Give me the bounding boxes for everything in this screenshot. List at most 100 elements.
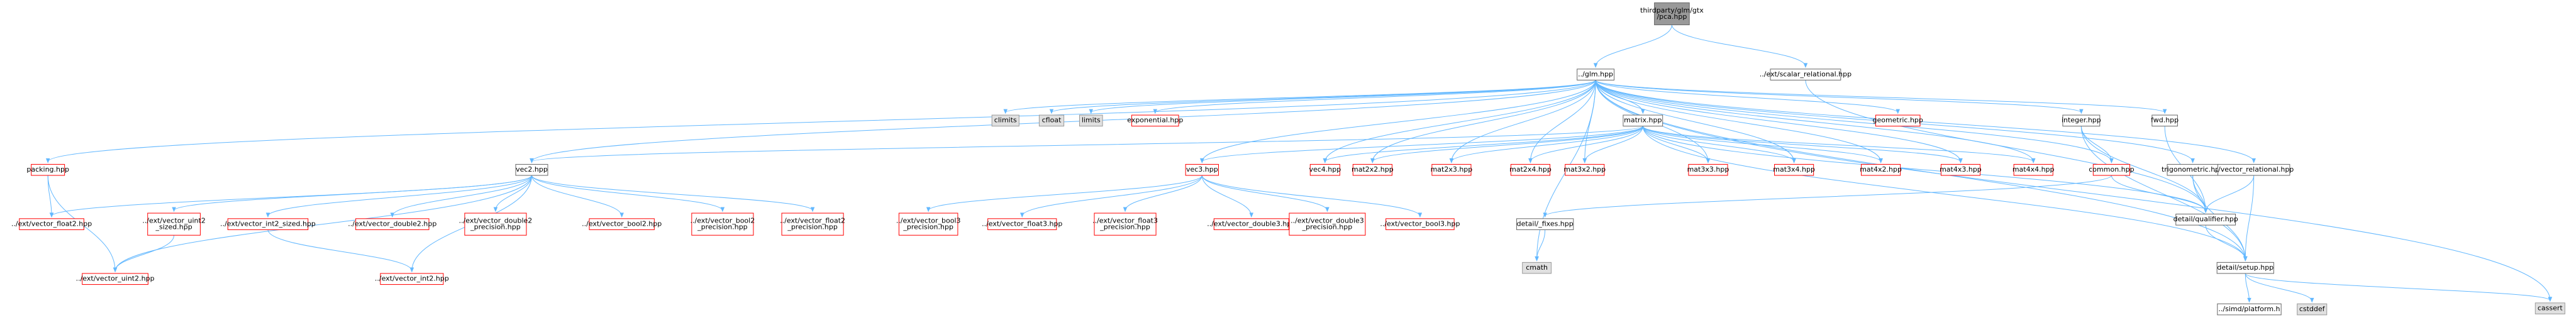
node-box-vec3 [1185, 163, 1219, 176]
node-mat2x2[interactable]: mat2x2.hpp [1352, 163, 1394, 176]
edge-_fixes-to-cmath [1536, 229, 1546, 260]
edge-vec3-to-vector_float3 [1021, 175, 1202, 217]
node-mat4x4[interactable]: mat4x4.hpp [2012, 163, 2055, 176]
node-box-vector-uint2-sized [147, 212, 201, 236]
node-label-vector-uint2-sized-1: _sized.hpp [155, 223, 192, 231]
node-packing[interactable]: packing.hpp [26, 163, 69, 176]
node-vec4[interactable]: vec4.hpp [1309, 163, 1341, 176]
node-box-limits [1079, 114, 1103, 127]
node-vector-uint2-sized[interactable]: ../ext/vector_uint2_sized.hpp [142, 212, 206, 236]
node-vector-float2[interactable]: ../ext/vector_float2.hpp [11, 218, 92, 230]
edge-arrow-common-to-_fixes [1543, 212, 1547, 218]
node-limits: limits [1079, 114, 1103, 127]
node-box-mat4x4 [2013, 163, 2053, 176]
node-label-cfloat-0: cfloat [1042, 116, 1062, 124]
node-mat3x4[interactable]: mat3x4.hpp [1773, 163, 1815, 176]
node-vector-float3-precision[interactable]: ../ext/vector_float3_precision.hpp [1092, 212, 1158, 236]
node-label-cstddef-0: cstddef [2299, 305, 2326, 313]
node-mat2x4[interactable]: mat2x4.hpp [1509, 163, 1552, 176]
node-vector-double3[interactable]: ../ext/vector_double3.hpp [1207, 218, 1296, 230]
edge-vec2-to-vector_bool2_precision [531, 175, 723, 211]
node-vector-bool2-precision[interactable]: ../ext/vector_bool2_precision.hpp [691, 212, 755, 236]
node-geometric[interactable]: geometric.hpp [1873, 114, 1923, 127]
node-box-vector-relational [2217, 163, 2290, 176]
node-cmath: cmath [1522, 262, 1552, 274]
node-fwd[interactable]: fwd.hpp [2151, 114, 2179, 127]
node-trigonometric[interactable]: trigonometric.hpp [2162, 163, 2224, 176]
node-box-qualifier [2175, 214, 2236, 226]
node-mat4x3[interactable]: mat4x3.hpp [1940, 163, 1982, 176]
edge-vec3-to-vector_bool3 [1201, 175, 1421, 217]
edge-root-to-scalar_relational [1671, 25, 1806, 67]
node-vector-int2[interactable]: ../ext/vector_int2.hpp [375, 273, 449, 285]
node-mat2x3[interactable]: mat2x3.hpp [1431, 163, 1473, 176]
node-mat4x2[interactable]: mat4x2.hpp [1860, 163, 1902, 176]
edge-arrow-vector_int2_sized-to-vector_int2 [409, 267, 414, 273]
node-box-vector-bool2 [589, 218, 655, 230]
node-box-glm [1577, 69, 1615, 80]
node-glm[interactable]: ../glm.hpp [1577, 69, 1615, 80]
node-box-vector-double3 [1213, 218, 1289, 230]
node-matrix[interactable]: matrix.hpp [1623, 114, 1663, 127]
node-vector-double2[interactable]: ../ext/vector_double2.hpp [348, 218, 436, 230]
node-cstddef: cstddef [2297, 303, 2328, 316]
node-vector-double3-precision[interactable]: ../ext/vector_double3_precision.hpp [1289, 212, 1366, 236]
node-mat3x2[interactable]: mat3x2.hpp [1563, 163, 1606, 176]
node-vec3[interactable]: vec3.hpp [1185, 163, 1219, 176]
node-label-platform-0: ../simd/platform.h [2218, 305, 2280, 313]
node-label-mat4x3-0: mat4x3.hpp [1940, 165, 1982, 174]
node-label-vector-float3-0: ../ext/vector_float3.hpp [982, 219, 1062, 228]
node-label-vector-bool2-0: ../ext/vector_bool2.hpp [582, 219, 662, 228]
node-integer[interactable]: integer.hpp [2062, 114, 2101, 127]
edge-vec3-to-vector_double3_precision [1201, 175, 1328, 211]
node-box-vector-bool3 [1385, 218, 1455, 230]
node-vector-int2-sized[interactable]: ../ext/vector_int2_sized.hpp [220, 218, 316, 230]
edge-arrow-vec2-to-vector_int2_sized [265, 212, 270, 218]
node-common[interactable]: common.hpp [2089, 163, 2135, 176]
edge-arrow-vec2-to-vector_double2_precision [493, 207, 498, 212]
node--fixes[interactable]: detail/_fixes.hpp [1516, 218, 1574, 230]
edge-setup-to-cassert [2245, 273, 2551, 301]
edge-arrow-matrix-to-vec3 [1200, 158, 1204, 163]
node-vec2[interactable]: vec2.hpp [515, 163, 548, 176]
edge-glm-to-climits [1005, 79, 1596, 113]
edge-glm-to-vector_relational [1595, 80, 2255, 162]
node-vector-bool3-precision[interactable]: ../ext/vector_bool3_precision.hpp [896, 212, 961, 236]
node-mat3x3[interactable]: mat3x3.hpp [1687, 163, 1729, 176]
node-box-vector-bool3-precision [898, 212, 958, 236]
node-label-limits-0: limits [1082, 116, 1101, 124]
edge-vector_uint2_sized-to-vector_uint2 [114, 235, 175, 272]
node-box-integer [2062, 114, 2101, 127]
edge-glm-to-mat4x2 [1595, 80, 1882, 162]
node-scalar-relational[interactable]: ../ext/scalar_relational.hpp [1760, 69, 1852, 80]
edge-arrow-glm-to-climits [1003, 109, 1008, 114]
edge-vec2-to-vector_uint2 [114, 175, 532, 271]
edge-arrow-vec2-to-vector_float2_precision [810, 207, 815, 212]
edge-glm-to-integer [1595, 79, 2082, 113]
node-qualifier[interactable]: detail/qualifier.hpp [2174, 214, 2238, 226]
node-vector-bool3[interactable]: ../ext/vector_bool3.hpp [1380, 218, 1460, 230]
edge-integer-to-setup [2080, 126, 2246, 260]
node-root[interactable]: thirdparty/glm/gtx/pca.hpp [1640, 2, 1704, 26]
node-vector-uint2[interactable]: ../ext/vector_uint2.hpp [76, 273, 155, 285]
edge-arrow-vector_relational-to-qualifier [2203, 208, 2208, 213]
node-cassert: cassert [2534, 302, 2565, 314]
node-label-trigonometric-0: trigonometric.hpp [2162, 165, 2224, 174]
edge-matrix-to-mat4x4 [1642, 126, 2034, 162]
node-vector-double2-precision[interactable]: ../ext/vector_double2_precision.hpp [459, 212, 533, 236]
node-platform[interactable]: ../simd/platform.h [2217, 303, 2282, 316]
node-vector-bool2[interactable]: ../ext/vector_bool2.hpp [582, 218, 662, 230]
node-vector-float2-precision[interactable]: ../ext/vector_float2_precision.hpp [780, 212, 845, 236]
edge-matrix-to-mat3x2 [1584, 126, 1643, 162]
node-vector-float3[interactable]: ../ext/vector_float3.hpp [982, 218, 1062, 230]
node-setup[interactable]: detail/setup.hpp [2216, 262, 2274, 274]
edge-glm-to-mat2x2 [1372, 80, 1596, 162]
node-exponential[interactable]: exponential.hpp [1127, 114, 1183, 127]
node-box-mat3x3 [1688, 163, 1728, 176]
node-label-exponential-0: exponential.hpp [1127, 116, 1183, 124]
node-box-setup [2216, 262, 2274, 274]
node-vector-relational[interactable]: ../vector_relational.hpp [2214, 163, 2294, 176]
node-label-vector-int2-sized-0: ../ext/vector_int2_sized.hpp [220, 219, 316, 228]
node-label-vector-double2-precision-0: ../ext/vector_double2 [459, 216, 533, 224]
node-box-mat4x3 [1940, 163, 1981, 176]
